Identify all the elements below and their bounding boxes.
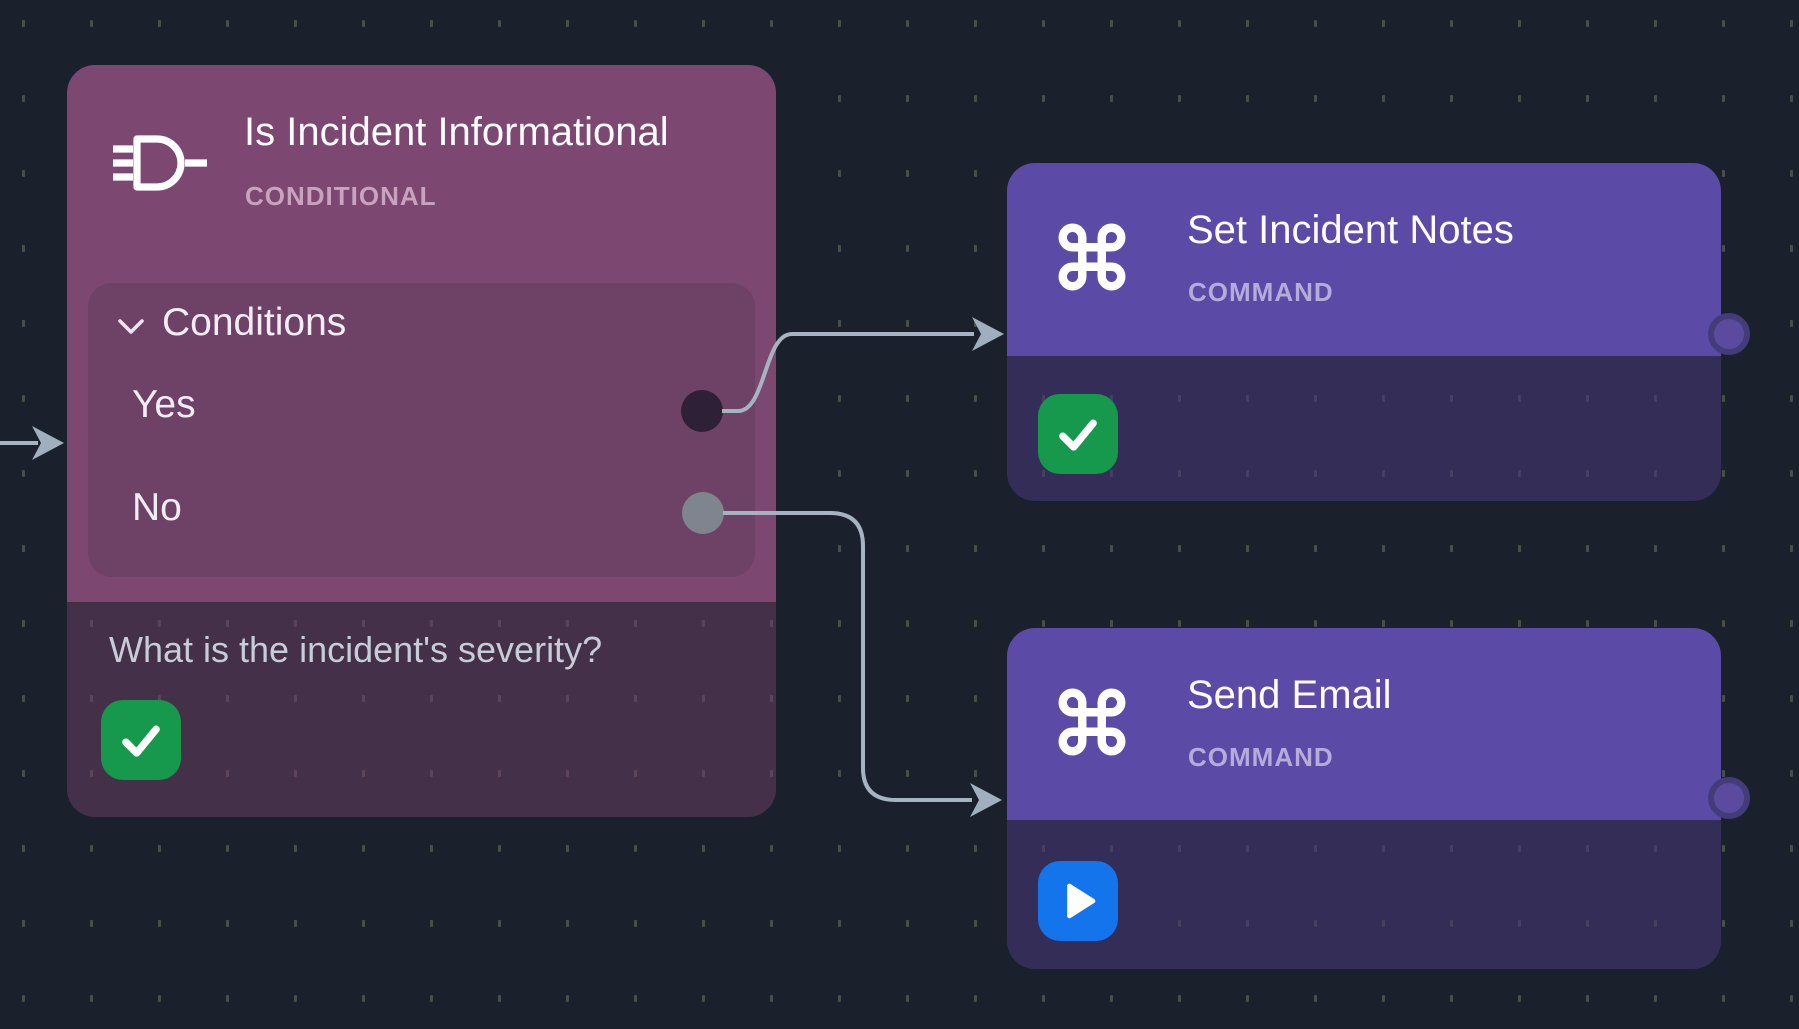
node-title: Send Email bbox=[1187, 673, 1392, 717]
conditions-label[interactable]: Conditions bbox=[162, 301, 347, 344]
check-icon bbox=[1059, 419, 1097, 451]
no-output-port[interactable] bbox=[682, 492, 724, 534]
success-status-badge[interactable] bbox=[101, 700, 181, 780]
node-title: Set Incident Notes bbox=[1187, 208, 1514, 252]
node-type-label: COMMAND bbox=[1188, 742, 1334, 772]
command-node-body bbox=[1007, 820, 1721, 969]
command-node-body bbox=[1007, 356, 1721, 501]
conditional-node-body: What is the incident's severity? bbox=[67, 602, 776, 817]
output-port[interactable] bbox=[1708, 313, 1750, 355]
command-icon bbox=[1053, 218, 1131, 296]
command-node-header: Set Incident Notes COMMAND bbox=[1007, 163, 1721, 356]
run-status-badge[interactable] bbox=[1038, 861, 1118, 941]
node-set-incident-notes[interactable]: Set Incident Notes COMMAND bbox=[1007, 163, 1750, 501]
body-grid-dots bbox=[1007, 820, 1721, 969]
body-grid-dots bbox=[67, 602, 776, 817]
branch-yes-label: Yes bbox=[132, 383, 196, 426]
command-node-header: Send Email COMMAND bbox=[1007, 628, 1721, 820]
chevron-down-icon[interactable] bbox=[114, 315, 148, 339]
body-grid-dots bbox=[1007, 356, 1721, 501]
output-port[interactable] bbox=[1708, 777, 1750, 819]
logic-gate-icon bbox=[107, 125, 213, 201]
success-status-badge[interactable] bbox=[1038, 394, 1118, 474]
yes-output-port[interactable] bbox=[681, 390, 723, 432]
conditional-node-header: Is Incident Informational CONDITIONAL Co… bbox=[67, 65, 776, 602]
node-type-label: COMMAND bbox=[1188, 277, 1334, 307]
branch-no-label: No bbox=[132, 486, 182, 529]
conditions-panel: Conditions Yes No bbox=[88, 283, 755, 577]
check-icon bbox=[122, 725, 160, 757]
node-send-email[interactable]: Send Email COMMAND bbox=[1007, 628, 1750, 969]
node-title: Is Incident Informational bbox=[244, 110, 669, 154]
play-icon bbox=[1067, 883, 1096, 919]
condition-question: What is the incident's severity? bbox=[109, 629, 603, 670]
node-conditional[interactable]: Is Incident Informational CONDITIONAL Co… bbox=[67, 65, 776, 817]
command-icon bbox=[1053, 683, 1131, 761]
node-type-label: CONDITIONAL bbox=[245, 181, 437, 211]
